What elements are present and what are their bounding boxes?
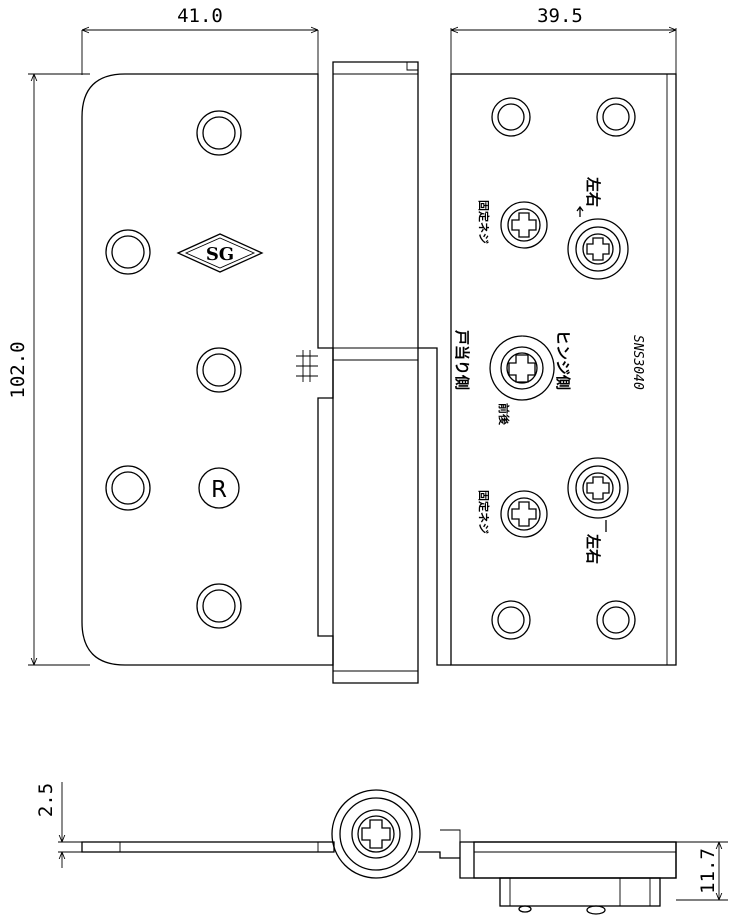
connector-line	[418, 347, 451, 666]
sg-logo-text: SG	[206, 244, 234, 265]
fix-screw-top	[500, 201, 548, 249]
dimension-right-width: 39.5	[450, 5, 677, 75]
fix-screw-bottom	[500, 490, 548, 538]
left-width-label: 41.0	[177, 5, 223, 27]
registered-mark-text: R	[211, 477, 227, 503]
screw-hole	[196, 583, 242, 629]
fix-screw-top-label: 固定ネジ	[477, 200, 491, 244]
thickness-label: 2.5	[35, 783, 57, 817]
adjust-screw-top	[567, 205, 629, 280]
adjust-screw-center	[489, 335, 555, 401]
left-right-bottom-label: 左右	[584, 533, 602, 564]
dimension-height: 102.0	[7, 73, 90, 666]
screw-hole	[596, 97, 636, 137]
height-label: 102.0	[7, 341, 29, 398]
dimension-thickness: 2.5	[35, 782, 82, 868]
screw-hole	[105, 465, 151, 511]
side-height-label: 11.7	[697, 848, 719, 894]
right-width-label: 39.5	[537, 5, 583, 27]
screw-hole	[105, 229, 151, 275]
screw-hole	[196, 110, 242, 156]
side-view	[81, 789, 677, 915]
screw-hole	[196, 347, 242, 393]
dimension-left-width: 41.0	[81, 5, 319, 75]
left-leaf: SG R	[81, 73, 334, 666]
screw-hole	[491, 97, 531, 137]
right-leaf: 固定ネジ 左右 ヒンジ側 戸当り側 前後 固定ネジ 左右 SNS3040	[450, 73, 677, 666]
fix-screw-bottom-label: 固定ネジ	[477, 490, 491, 534]
registered-mark: R	[198, 467, 240, 509]
model-number: SNS3040	[630, 335, 645, 390]
sg-logo: SG	[176, 233, 264, 273]
hinge-side-label: ヒンジ側	[554, 330, 572, 390]
front-back-label: 前後	[497, 403, 511, 426]
left-right-top-label: 左右	[584, 176, 602, 207]
dimension-side-height: 11.7	[676, 841, 728, 901]
adjust-screw-bottom	[567, 457, 629, 532]
screw-hole	[596, 600, 636, 640]
screw-hole	[491, 600, 531, 640]
door-stop-side-label: 戸当り側	[453, 330, 471, 390]
hinge-knuckle	[332, 61, 419, 684]
